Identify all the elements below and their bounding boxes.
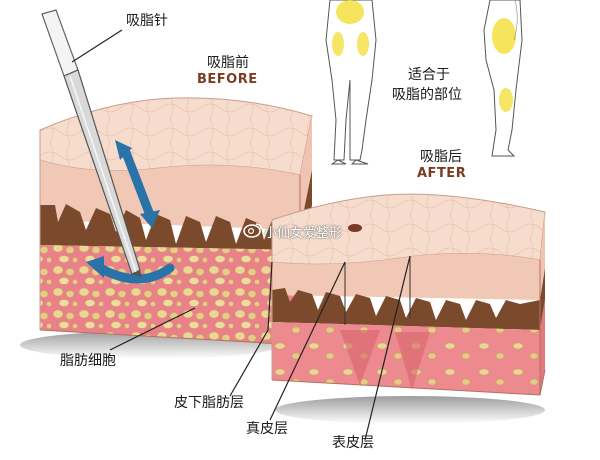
label-before-cn: 吸脂前 [207,55,249,71]
label-dermis: 真皮层 [246,421,288,437]
label-after-cn: 吸脂后 [420,149,462,165]
back-hip-highlight [492,18,516,54]
body-figure-back [483,0,523,157]
body-figure-front [325,0,377,165]
label-fat-cells: 脂肪细胞 [60,353,116,369]
weibo-icon [243,223,262,238]
label-needle: 吸脂针 [126,13,168,29]
label-subcutaneous-fat: 皮下脂肪层 [174,395,244,411]
liposuction-needle-icon [41,9,142,278]
label-epidermis: 表皮层 [332,435,374,451]
leader-lines [71,29,411,441]
label-suitable-line2: 吸脂的部位 [392,87,462,103]
after-epidermis [272,253,540,300]
before-dermis [40,204,300,250]
label-before-en: BEFORE [197,72,258,87]
after-dermis [272,288,540,330]
before-fat-layer [40,245,300,345]
fat-removal-arrows [86,140,175,284]
label-after-en: AFTER [417,166,467,181]
label-suitable-line1: 适合于 [408,67,450,83]
skin-block-after [271,193,546,424]
watermark-text: 小仙女爱整形 [264,226,343,241]
front-abdomen-highlight [336,0,364,24]
